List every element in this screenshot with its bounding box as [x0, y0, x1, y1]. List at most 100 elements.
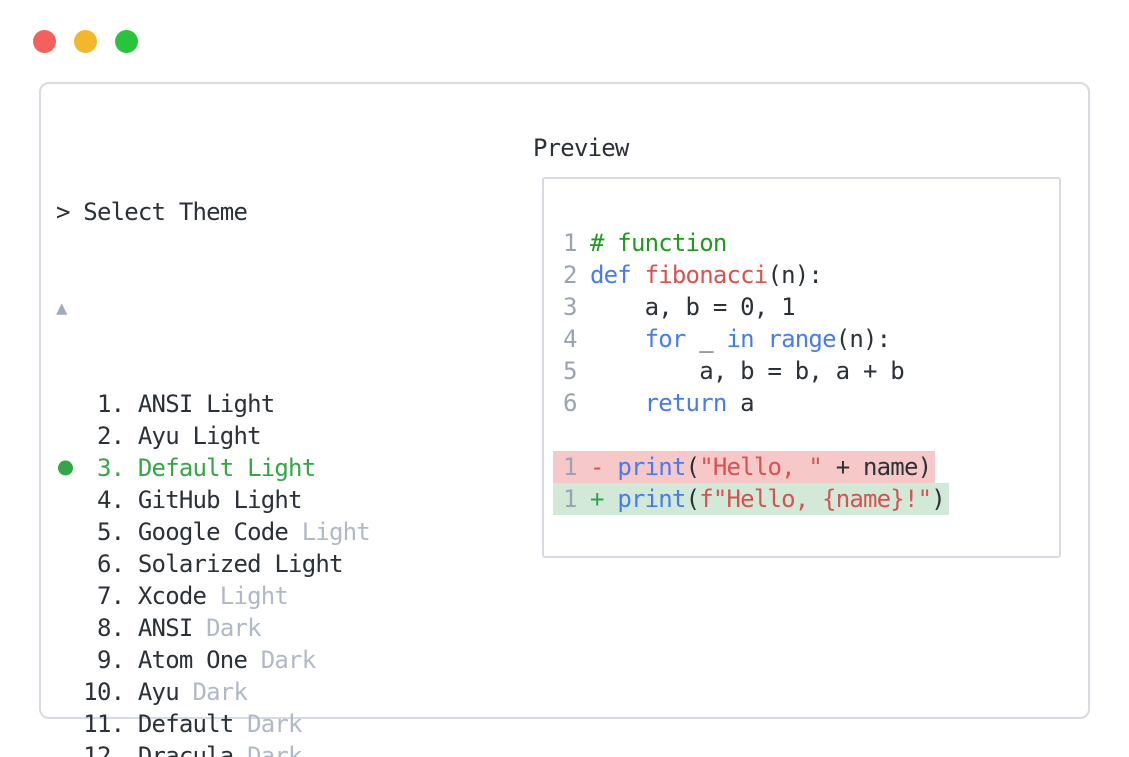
selected-item-dot-icon	[58, 460, 73, 476]
code-line	[553, 419, 594, 451]
line-number: 5	[563, 357, 578, 385]
theme-item-number: 12.	[56, 742, 138, 757]
theme-item-name: Default Light	[137, 454, 316, 482]
code-token-del: -	[590, 453, 618, 481]
theme-item-variant-label: Dark	[247, 646, 316, 674]
theme-item-variant-label: Light	[288, 518, 371, 546]
code-token-plain	[631, 261, 645, 289]
theme-item-name: GitHub Light	[137, 486, 303, 514]
code-token-str: "Hello, "	[699, 453, 823, 481]
theme-item-name: Xcode	[137, 582, 207, 610]
theme-list-item-2[interactable]: 2. Ayu Light	[56, 420, 861, 452]
theme-item-name: ANSI Light	[137, 390, 275, 418]
theme-item-number: 11.	[56, 710, 138, 738]
code-token-kw: def	[590, 261, 632, 289]
theme-list: 1. ANSI Light 2. Ayu Light 3. Default Li…	[56, 388, 861, 757]
code-token-plain	[590, 325, 645, 353]
theme-list-item-10[interactable]: 10. Ayu Dark	[56, 676, 861, 708]
line-number: 4	[563, 325, 578, 353]
theme-list-item-6[interactable]: 6. Solarized Light	[56, 548, 861, 580]
code-token-plain: (	[685, 485, 700, 513]
line-number: 3	[563, 293, 578, 321]
code-token-plain	[754, 325, 768, 353]
select-theme-prompt: > Select Theme	[56, 198, 248, 226]
line-number: 2	[563, 261, 578, 289]
theme-item-number: 8.	[56, 614, 138, 642]
theme-item-name: Google Code	[137, 518, 289, 546]
window-controls	[33, 30, 138, 53]
code-token-kw: print	[617, 485, 686, 513]
theme-item-variant-label: Dark	[233, 710, 302, 738]
theme-list-item-9[interactable]: 9. Atom One Dark	[56, 644, 861, 676]
theme-list-item-4[interactable]: 4. GitHub Light	[56, 484, 861, 516]
minimize-window-button[interactable]	[74, 30, 97, 53]
theme-list-item-3[interactable]: 3. Default Light	[56, 452, 861, 484]
code-token-plain: a	[726, 389, 754, 417]
code-token-str: f"Hello, {name}!"	[699, 485, 932, 513]
theme-item-name: Atom One	[137, 646, 248, 674]
code-token-kw: in	[726, 325, 755, 353]
theme-list-item-12[interactable]: 12. Dracula Dark	[56, 740, 861, 757]
theme-item-name: Ayu	[137, 678, 180, 706]
theme-item-number: 6.	[56, 550, 138, 578]
code-token-plain: )	[931, 485, 945, 513]
code-line: 1 # function	[553, 227, 731, 259]
close-window-button[interactable]	[33, 30, 56, 53]
code-line: 3 a, b = 0, 1	[553, 291, 799, 323]
theme-item-variant-label: Dark	[233, 742, 302, 757]
theme-item-name: Dracula	[137, 742, 234, 757]
theme-item-number: 1.	[56, 390, 138, 418]
code-token-plain: (n):	[767, 261, 823, 289]
theme-item-variant-label: Light	[206, 582, 289, 610]
code-token-plain: (n):	[835, 325, 891, 353]
theme-item-number: 2.	[56, 422, 138, 450]
theme-item-number: 4.	[56, 486, 138, 514]
theme-item-variant-label: Dark	[178, 678, 248, 706]
preview-title: Preview	[533, 134, 629, 162]
code-line: 6 return a	[553, 387, 758, 419]
code-token-plain: (	[685, 453, 700, 481]
theme-picker-panel: > Select Theme ▲ 1. ANSI Light 2. Ayu Li…	[39, 82, 1090, 757]
code-token-plain: a, b = 0, 1	[590, 293, 796, 321]
scroll-up-icon[interactable]: ▲	[56, 297, 67, 319]
code-token-kw: range	[767, 325, 836, 353]
code-token-add: +	[590, 485, 618, 513]
code-token-plain: + name)	[822, 453, 932, 481]
code-line: 5 a, b = b, a + b	[553, 355, 908, 387]
code-token-fn: fibonacci	[644, 261, 769, 289]
theme-list-item-5[interactable]: 5. Google Code Light	[56, 516, 861, 548]
diff-line-added: 1 + print(f"Hello, {name}!")	[553, 483, 949, 515]
theme-item-name: ANSI	[137, 614, 193, 642]
diff-line-removed: 1- print("Hello, " + name)	[553, 451, 936, 483]
theme-item-number: 5.	[56, 518, 138, 546]
line-number: 1	[563, 229, 578, 257]
theme-item-number: 3.	[56, 454, 138, 482]
theme-list-item-7[interactable]: 7. Xcode Light	[56, 580, 861, 612]
theme-picker-column: > Select Theme ▲ 1. ANSI Light 2. Ayu Li…	[56, 132, 861, 757]
code-token-comment: # function	[590, 229, 727, 257]
theme-item-name: Default	[137, 710, 234, 738]
code-token-plain	[590, 389, 645, 417]
code-token-plain: _	[685, 325, 727, 353]
code-line: 4 for _ in range(n):	[553, 323, 894, 355]
theme-item-number: 10.	[56, 678, 138, 706]
code-token-kw: for	[644, 325, 687, 353]
code-token-kw: print	[617, 453, 686, 481]
theme-item-number: 7.	[56, 582, 138, 610]
theme-list-item-11[interactable]: 11. Default Dark	[56, 708, 861, 740]
theme-item-name: Solarized Light	[137, 550, 344, 578]
maximize-window-button[interactable]	[115, 30, 138, 53]
theme-list-item-8[interactable]: 8. ANSI Dark	[56, 612, 861, 644]
theme-item-variant-label: Dark	[192, 614, 261, 642]
theme-item-number: 9.	[56, 646, 138, 674]
line-number: 6	[563, 389, 578, 417]
code-line: 2 def fibonacci(n):	[553, 259, 826, 291]
theme-item-name: Ayu Light	[137, 422, 262, 450]
code-token-plain: a, b = b, a + b	[590, 357, 905, 385]
theme-list-item-1[interactable]: 1. ANSI Light	[56, 388, 861, 420]
line-number: 1	[563, 453, 578, 481]
line-number: 1	[563, 485, 578, 513]
